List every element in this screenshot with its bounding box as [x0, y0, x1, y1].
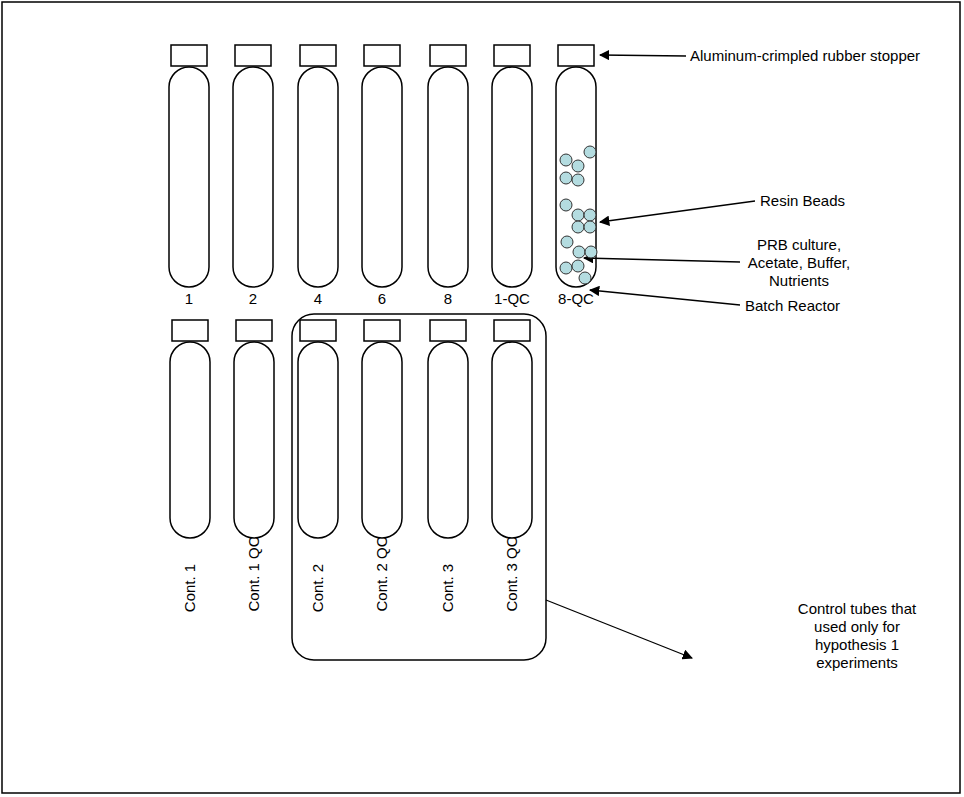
batch-reactor-tube	[233, 67, 273, 287]
rubber-stopper	[300, 45, 336, 66]
batch-reactor-tube	[556, 67, 596, 287]
batch-reactor-tube	[298, 67, 338, 287]
rubber-stopper	[171, 45, 207, 66]
tube-number: 4	[314, 290, 322, 308]
control-tube-label: Cont. 3	[439, 564, 457, 612]
group-outline	[292, 314, 546, 660]
tube-number: 1-QC	[494, 290, 530, 308]
batch-reactor-tube	[170, 342, 210, 538]
rubber-stopper	[494, 320, 530, 341]
control-tube-label: Cont. 3 QC	[503, 537, 521, 612]
resin-beads	[560, 146, 597, 284]
tube-row	[169, 45, 596, 287]
rubber-stopper	[558, 45, 594, 66]
tube-number: 1	[185, 290, 193, 308]
control-tube-label: Cont. 2	[309, 564, 327, 612]
batch-reactor-tube	[428, 67, 468, 287]
batch-reactor-tube	[362, 67, 402, 287]
control-tube-label: Cont. 1	[181, 564, 199, 612]
rubber-stopper	[172, 320, 208, 341]
callout-text: PRB culture, Acetate, Buffer, Nutrients	[735, 236, 863, 290]
rubber-stopper	[300, 320, 336, 341]
tube-number: 8-QC	[558, 290, 594, 308]
rubber-stopper	[364, 45, 400, 66]
callout-text: Control tubes that used only for hypothe…	[782, 600, 932, 672]
callout-text: Batch Reactor	[745, 297, 840, 315]
batch-reactor-tube	[169, 67, 209, 287]
leader-lines	[546, 55, 755, 658]
tube-row	[170, 320, 532, 538]
tube-number: 6	[378, 290, 386, 308]
tube-number: 8	[444, 290, 452, 308]
batch-reactor-tube	[362, 342, 402, 538]
callout-text: Aluminum-crimpled rubber stopper	[690, 47, 920, 65]
rubber-stopper	[430, 320, 466, 341]
control-tube-label: Cont. 1 QC	[245, 537, 263, 612]
batch-reactor-tube	[234, 342, 274, 538]
rubber-stopper	[430, 45, 466, 66]
control-tube-label: Cont. 2 QC	[373, 537, 391, 612]
rubber-stopper	[236, 320, 272, 341]
callout-text: Resin Beads	[760, 192, 845, 210]
rubber-stopper	[494, 45, 530, 66]
batch-reactor-tube	[428, 342, 468, 538]
batch-reactor-tube	[492, 342, 532, 538]
rubber-stopper	[364, 320, 400, 341]
tube-number: 2	[249, 290, 257, 308]
rubber-stopper	[235, 45, 271, 66]
batch-reactor-tube	[492, 67, 532, 287]
batch-reactor-tube	[298, 342, 338, 538]
